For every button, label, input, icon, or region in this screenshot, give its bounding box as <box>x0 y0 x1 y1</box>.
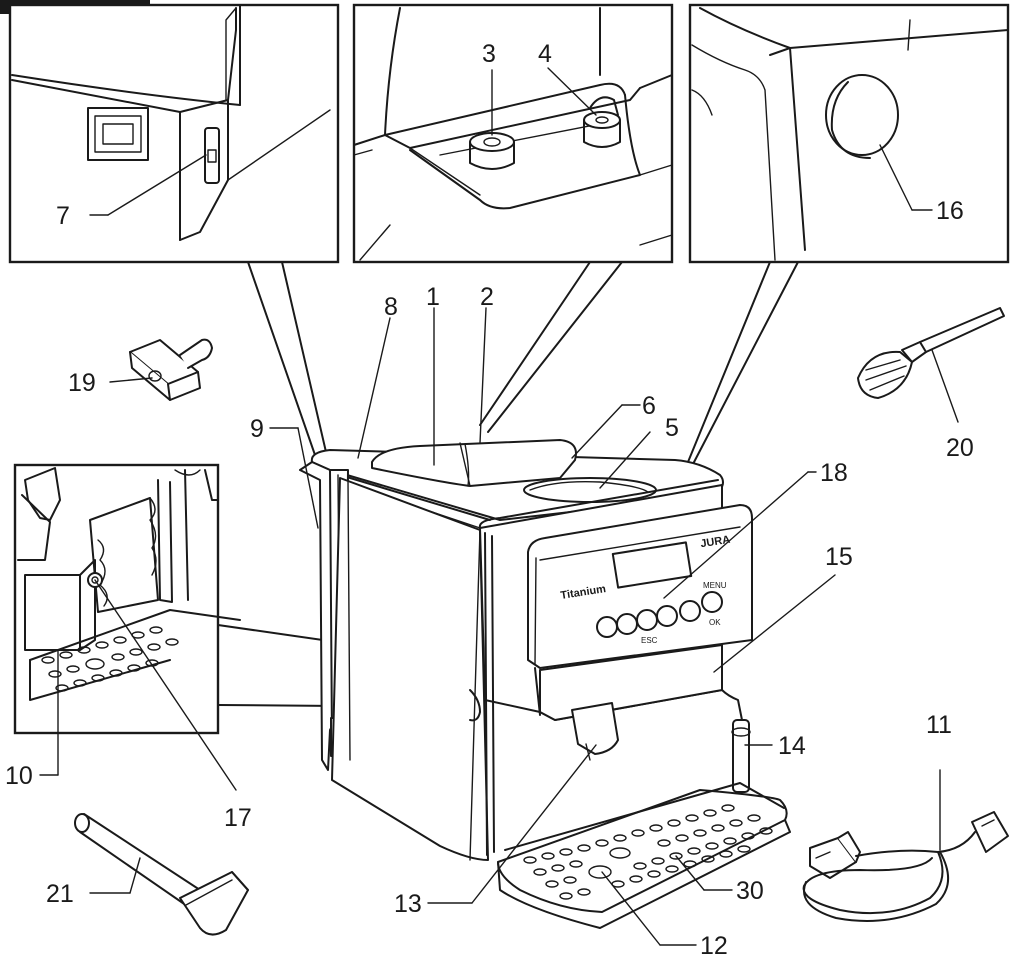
detail-panel-bean-container: 3 4 <box>352 3 674 264</box>
callout-16: 16 <box>936 197 964 225</box>
control-button <box>679 600 701 622</box>
callout-15: 15 <box>825 543 853 571</box>
callout-11: 11 <box>926 711 952 739</box>
grinder-knob-4-icon <box>583 96 621 148</box>
callout-19: 19 <box>68 369 96 397</box>
grinder-knob-3-icon <box>469 132 515 170</box>
callout-2: 2 <box>480 283 494 311</box>
cleaning-brush-icon: 20 <box>857 307 1005 462</box>
measuring-scoop-icon: 21 <box>46 813 249 936</box>
callout-4: 4 <box>538 40 552 68</box>
control-button <box>596 616 618 638</box>
callout-12: 12 <box>700 932 728 959</box>
control-button <box>701 591 723 613</box>
callout-3: 3 <box>482 40 496 68</box>
detail-panel-brewing-unit: 10 17 <box>5 463 252 832</box>
detail-panel-power-socket: 7 <box>8 3 340 264</box>
callout-13: 13 <box>394 890 422 918</box>
callout-9: 9 <box>250 415 264 443</box>
water-knob-icon <box>825 74 899 159</box>
callout-21: 21 <box>46 880 74 908</box>
detail-panel-water-knob: 16 <box>688 3 1010 264</box>
control-button <box>616 613 638 635</box>
callout-10: 10 <box>5 762 33 790</box>
callout-30: 30 <box>736 877 764 905</box>
key-tool-icon: 19 <box>68 338 213 401</box>
callout-14: 14 <box>778 732 806 760</box>
callout-6: 6 <box>642 392 656 420</box>
machine-callouts: 1 2 8 9 6 5 18 15 14 13 12 30 <box>250 283 853 959</box>
callout-7: 7 <box>56 202 70 230</box>
control-buttons: ESC MENU OK <box>596 581 727 645</box>
callout-1: 1 <box>426 283 440 311</box>
control-button <box>656 605 678 627</box>
control-button <box>636 609 658 631</box>
callout-20: 20 <box>946 434 974 462</box>
coffee-machine: Titanium JURA ESC MENU OK <box>299 439 791 929</box>
callout-5: 5 <box>665 414 679 442</box>
power-socket-icon <box>87 107 149 161</box>
power-cord-icon: 11 <box>802 711 1009 922</box>
callout-18: 18 <box>820 459 848 487</box>
callout-17: 17 <box>224 804 252 832</box>
button-mark-esc: ESC <box>641 636 658 645</box>
callout-8: 8 <box>384 293 398 321</box>
button-mark-menu: MENU <box>703 581 727 590</box>
button-mark-ok: OK <box>709 618 721 627</box>
drip-tray-grid <box>523 804 773 900</box>
